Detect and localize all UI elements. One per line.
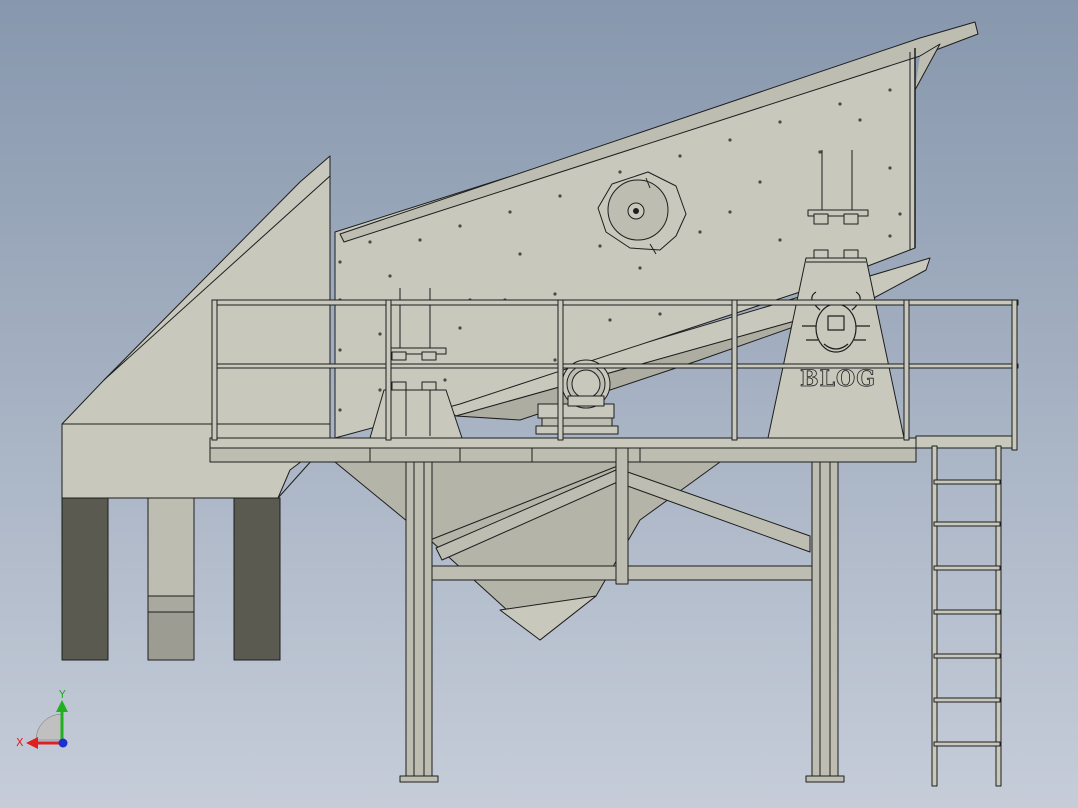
panel-bolt-pattern [338,88,902,412]
y-axis-label: Y [58,688,66,701]
x-axis-label: X [16,736,24,749]
spring-rods-left [385,288,447,361]
vibrator-eccentric-unit [597,171,687,255]
logo-text: BLOG [800,366,876,392]
platform-handrail [211,299,1019,451]
column-left [405,461,433,783]
column-right [811,461,839,783]
platform-deck [209,435,1017,463]
left-support-pedestal [369,381,463,439]
spring-rods-right [807,150,869,225]
z-axis-marker [58,738,68,748]
chute-leg-right [233,497,281,661]
coordinate-triad[interactable]: X Y [16,688,68,749]
chute-leg-left [61,497,109,661]
chute-support-legs [61,497,281,661]
access-ladder [931,445,1002,787]
support-structure [399,447,845,783]
drive-motor [535,359,619,435]
